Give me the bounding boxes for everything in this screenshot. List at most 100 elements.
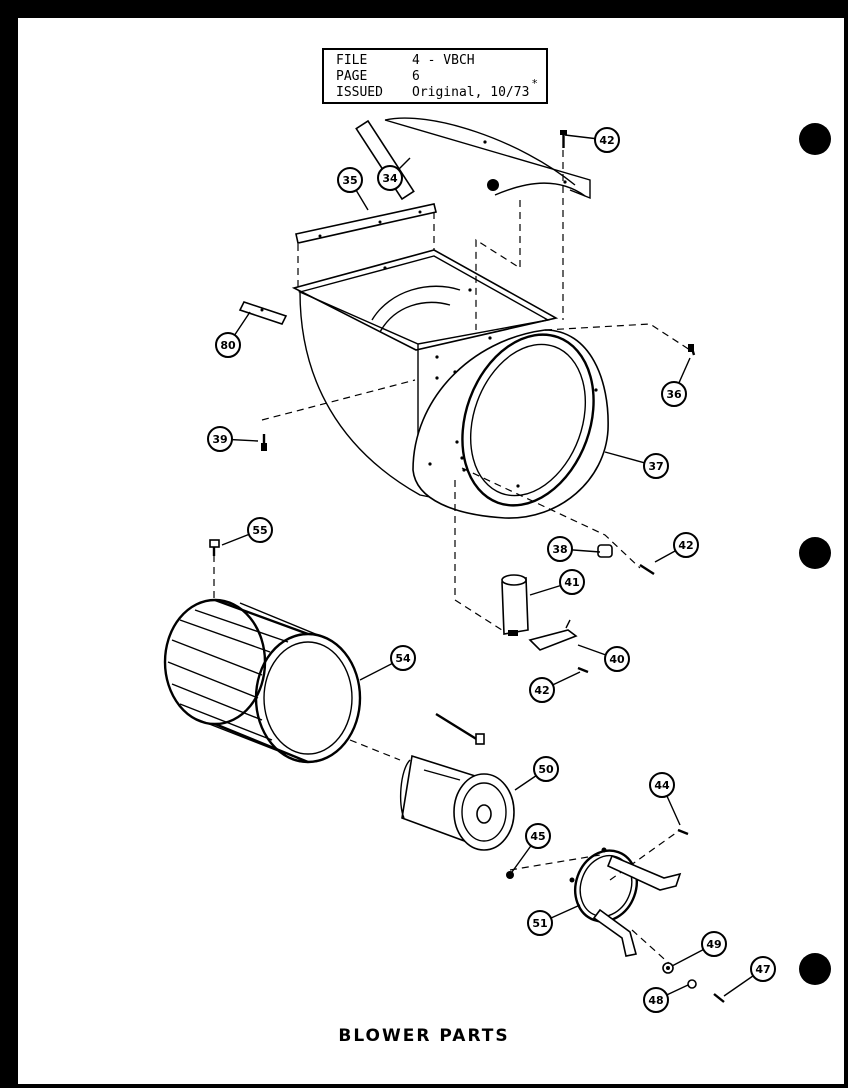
top-screw	[560, 130, 567, 148]
blower-wheel-54	[163, 598, 362, 764]
part-callout-48: 48	[643, 984, 689, 1013]
callout-circle	[649, 772, 675, 798]
binder-hole-bottom	[799, 953, 831, 985]
binder-hole-middle	[799, 537, 831, 569]
callout-number: 47	[755, 963, 770, 976]
flange-strip-35	[295, 203, 437, 244]
file-info-box: FILE 4 - VBCH PAGE 6 ISSUED Original, 10…	[322, 48, 548, 104]
washer-48	[687, 979, 697, 989]
callout-number: 48	[648, 994, 663, 1007]
callout-number: 42	[678, 539, 693, 552]
callout-number: 41	[564, 576, 579, 589]
callout-number: 40	[609, 653, 625, 666]
callout-number: 34	[382, 172, 398, 185]
callout-circle	[215, 332, 241, 358]
screw-36	[688, 344, 696, 356]
drawing-sheet	[18, 18, 844, 1084]
callout-number: 42	[599, 134, 614, 147]
part-callout-42: 42	[564, 127, 620, 153]
screw-47	[713, 993, 725, 1003]
part-callout-80: 80	[215, 311, 251, 358]
callout-circle	[604, 646, 630, 672]
diagram-caption: BLOWER PARTS	[338, 1026, 510, 1046]
callout-circle	[390, 645, 416, 671]
bracket-40	[528, 619, 578, 651]
callout-number: 54	[395, 652, 411, 665]
callout-circle	[533, 756, 559, 782]
clip-38	[597, 544, 613, 558]
part-callout-55: 55	[221, 517, 273, 546]
capacitor-41	[501, 574, 529, 636]
part-callout-40: 40	[577, 644, 630, 672]
motor-mount-51	[569, 847, 682, 957]
screw-42-lower	[577, 666, 589, 674]
motor-50	[399, 712, 515, 851]
file-value: 4 - VBCH	[412, 53, 475, 68]
callout-number: 80	[220, 339, 236, 352]
callout-number: 42	[534, 684, 549, 697]
blower-housing	[291, 249, 609, 519]
callout-layer: 42 34 35 80 36 39 37 55 38 42 41 54 40 42 50 44 45 51 49 47…	[207, 127, 776, 1013]
callout-circle	[547, 536, 573, 562]
callout-circle	[594, 127, 620, 153]
part-callout-35: 35	[337, 167, 369, 211]
page-label: PAGE	[336, 69, 368, 84]
screw-39	[261, 434, 267, 451]
callout-number: 45	[530, 830, 545, 843]
part-callout-34: 34	[377, 157, 411, 191]
part-callout-37: 37	[604, 451, 669, 479]
callout-number: 51	[532, 917, 547, 930]
part-callout-54: 54	[359, 645, 416, 681]
part-callout-41: 41	[529, 569, 585, 596]
screw-55	[209, 539, 220, 556]
part-callout-36: 36	[661, 357, 691, 407]
washer-49	[662, 962, 674, 974]
callout-circle	[643, 453, 669, 479]
callout-number: 50	[538, 763, 554, 776]
part-callout-38: 38	[547, 536, 601, 562]
page-value: 6	[412, 69, 420, 84]
callout-circle	[527, 910, 553, 936]
issued-row: ISSUED Original, 10/73	[336, 85, 546, 101]
file-label: FILE	[336, 53, 368, 68]
callout-number: 39	[212, 433, 227, 446]
callout-number: 44	[654, 779, 670, 792]
part-callout-47: 47	[723, 956, 776, 997]
part-callout-50: 50	[514, 756, 559, 791]
nut-45	[506, 871, 514, 879]
issued-label: ISSUED	[336, 85, 383, 100]
callout-circle	[207, 426, 233, 452]
screw-44	[677, 828, 689, 836]
part-callout-42: 42	[529, 671, 581, 703]
part-callout-49: 49	[671, 931, 727, 967]
page-row: PAGE 6	[336, 69, 546, 85]
revision-mark: *	[531, 77, 538, 90]
screw-42-middle	[639, 563, 655, 576]
callout-circle	[525, 823, 551, 849]
part-callout-45: 45	[511, 823, 551, 873]
callout-circle	[643, 987, 669, 1013]
binder-hole-top	[799, 123, 831, 155]
callout-circle	[337, 167, 363, 193]
part-callout-44: 44	[649, 772, 681, 826]
callout-circle	[529, 677, 555, 703]
callout-circle	[750, 956, 776, 982]
callout-number: 36	[666, 388, 682, 401]
callout-number: 38	[552, 543, 567, 556]
callout-number: 55	[252, 524, 267, 537]
part-callout-39: 39	[207, 426, 259, 452]
flange-strip-80	[238, 301, 288, 325]
callout-number: 37	[648, 460, 663, 473]
callout-number: 35	[342, 174, 357, 187]
callout-number: 49	[706, 938, 721, 951]
callout-circle	[701, 931, 727, 957]
callout-circle	[377, 165, 403, 191]
callout-circle	[559, 569, 585, 595]
callout-circle	[661, 381, 687, 407]
issued-value: Original, 10/73	[412, 85, 530, 100]
part-callout-51: 51	[527, 904, 581, 936]
part-callout-42: 42	[654, 532, 699, 563]
callout-circle	[673, 532, 699, 558]
callout-circle	[247, 517, 273, 543]
